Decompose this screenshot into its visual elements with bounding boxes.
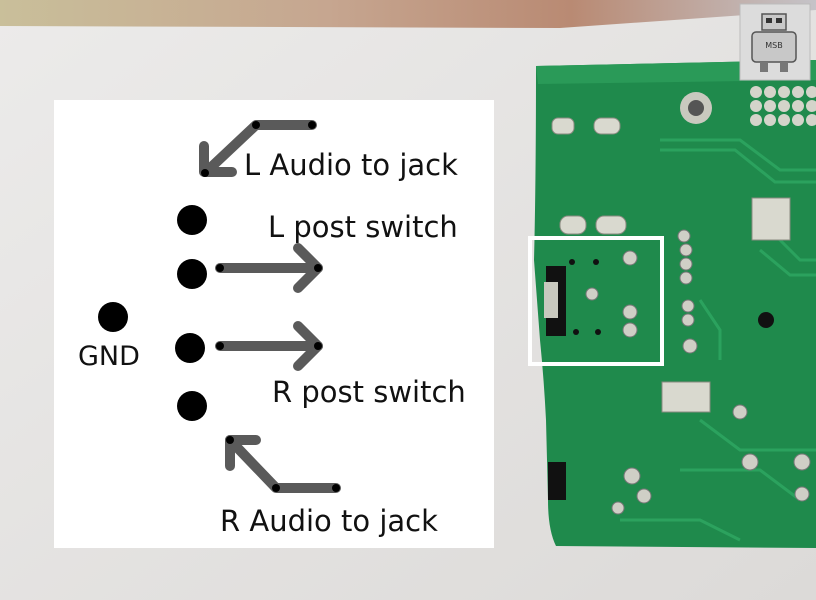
robot-logo-text: MSB [765, 41, 782, 50]
robot-logo: MSB [739, 3, 811, 81]
label-r-post-switch: R post switch [272, 375, 466, 409]
pin-l-post-switch [177, 205, 207, 235]
pin-l-post-switch-out [177, 259, 207, 289]
pin-r-post-switch-out [175, 333, 205, 363]
pcb-board [534, 60, 816, 548]
pin-r-audio [177, 391, 207, 421]
label-l-post-switch: L post switch [268, 210, 458, 244]
arrow-r-audio-to-jack [225, 435, 341, 493]
label-l-audio-to-jack: L Audio to jack [244, 148, 458, 182]
label-r-audio-to-jack: R Audio to jack [220, 504, 438, 538]
pinout-diagram-panel [54, 100, 494, 548]
connector-highlight-box [528, 236, 664, 366]
label-gnd: GND [78, 341, 140, 372]
pin-gnd [98, 302, 128, 332]
